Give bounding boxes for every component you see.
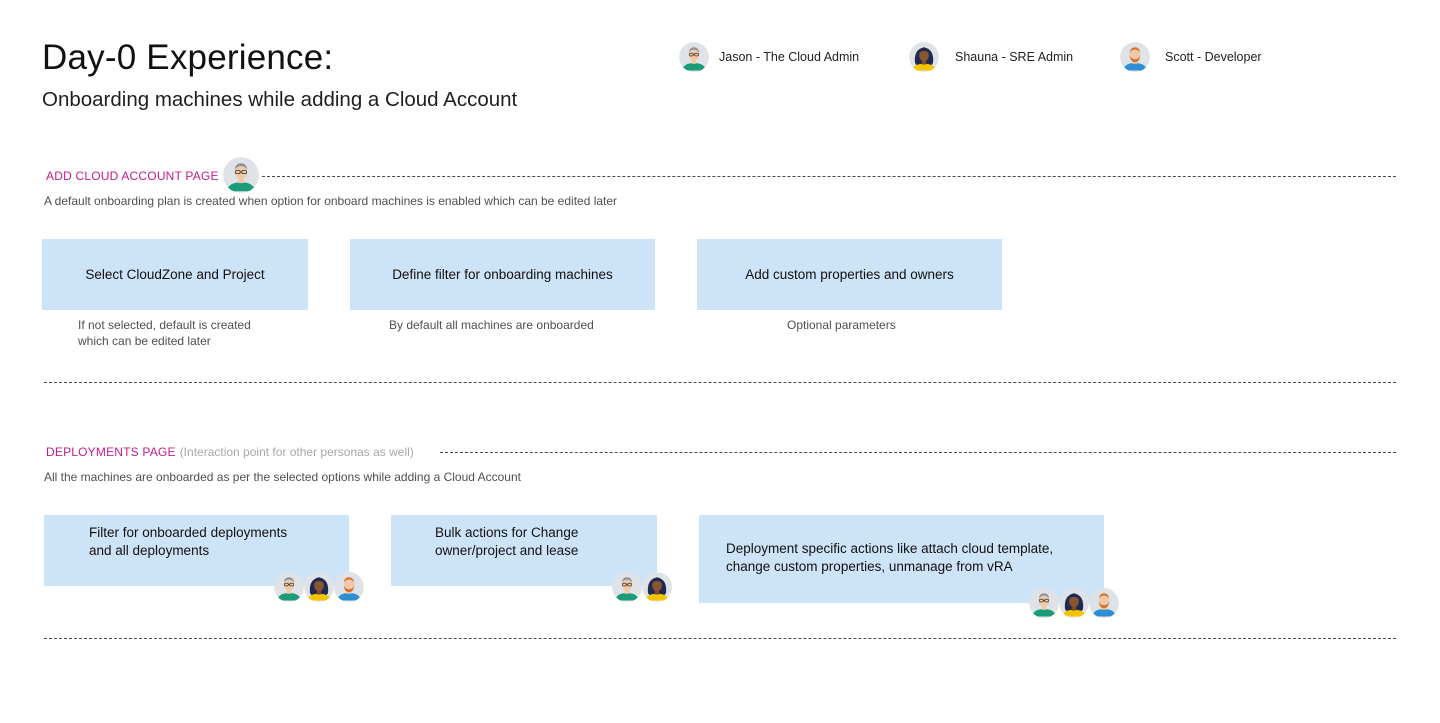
page-title: Day-0 Experience: — [42, 38, 334, 77]
section-divider — [262, 176, 1396, 177]
section-divider — [440, 452, 1396, 453]
step-select-cloudzone: Select CloudZone and Project — [42, 239, 308, 310]
legend-jason: Jason - The Cloud Admin — [679, 42, 859, 72]
step-title: Deployment specific actions like attach … — [726, 541, 1054, 574]
jason-avatar-icon — [274, 572, 304, 602]
jason-avatar-icon — [612, 572, 642, 602]
jason-avatar-icon — [679, 42, 709, 72]
step-title: Define filter for onboarding machines — [392, 266, 613, 282]
scott-avatar-icon — [334, 572, 364, 602]
step-deployment-actions: Deployment specific actions like attach … — [699, 515, 1104, 603]
section-description: All the machines are onboarded as per th… — [44, 470, 521, 484]
legend-label: Scott - Developer — [1165, 50, 1262, 64]
shauna-avatar-icon — [909, 42, 939, 72]
step-title: Add custom properties and owners — [745, 266, 954, 282]
shauna-avatar-icon — [1059, 588, 1089, 618]
step-custom-properties: Add custom properties and owners — [697, 239, 1002, 310]
step-title: Filter for onboarded deployments and all… — [89, 524, 288, 558]
scott-avatar-icon — [1089, 588, 1119, 618]
section-label-text: DEPLOYMENTS PAGE — [46, 445, 176, 459]
section-note: (Interaction point for other personas as… — [179, 445, 414, 459]
persona-group — [274, 572, 364, 602]
shauna-avatar-icon — [642, 572, 672, 602]
section-divider — [44, 382, 1396, 383]
legend-scott: Scott - Developer — [1120, 42, 1262, 72]
legend-shauna: Shauna - SRE Admin — [909, 42, 1073, 72]
step-bulk-actions: Bulk actions for Change owner/project an… — [391, 515, 657, 586]
step-caption: By default all machines are onboarded — [389, 318, 594, 332]
step-filter-deployments: Filter for onboarded deployments and all… — [44, 515, 349, 586]
jason-avatar-icon — [1029, 588, 1059, 618]
legend-label: Shauna - SRE Admin — [955, 50, 1074, 64]
persona-group — [1029, 588, 1119, 618]
section-divider — [44, 638, 1396, 639]
shauna-avatar-icon — [304, 572, 334, 602]
jason-avatar-icon — [223, 157, 259, 193]
page-subtitle: Onboarding machines while adding a Cloud… — [42, 88, 518, 111]
section-label-add-cloud-account: ADD CLOUD ACCOUNT PAGE — [46, 169, 219, 183]
section-label-deployments: DEPLOYMENTS PAGE(Interaction point for o… — [46, 445, 414, 459]
section-description: A default onboarding plan is created whe… — [44, 194, 618, 208]
step-define-filter: Define filter for onboarding machines — [350, 239, 655, 310]
legend-label: Jason - The Cloud Admin — [719, 50, 860, 64]
step-caption: If not selected, default is created whic… — [78, 318, 251, 348]
step-title: Select CloudZone and Project — [85, 266, 265, 282]
persona-group — [612, 572, 672, 602]
step-caption: Optional parameters — [787, 318, 896, 332]
step-title: Bulk actions for Change owner/project an… — [435, 524, 579, 558]
scott-avatar-icon — [1120, 42, 1150, 72]
